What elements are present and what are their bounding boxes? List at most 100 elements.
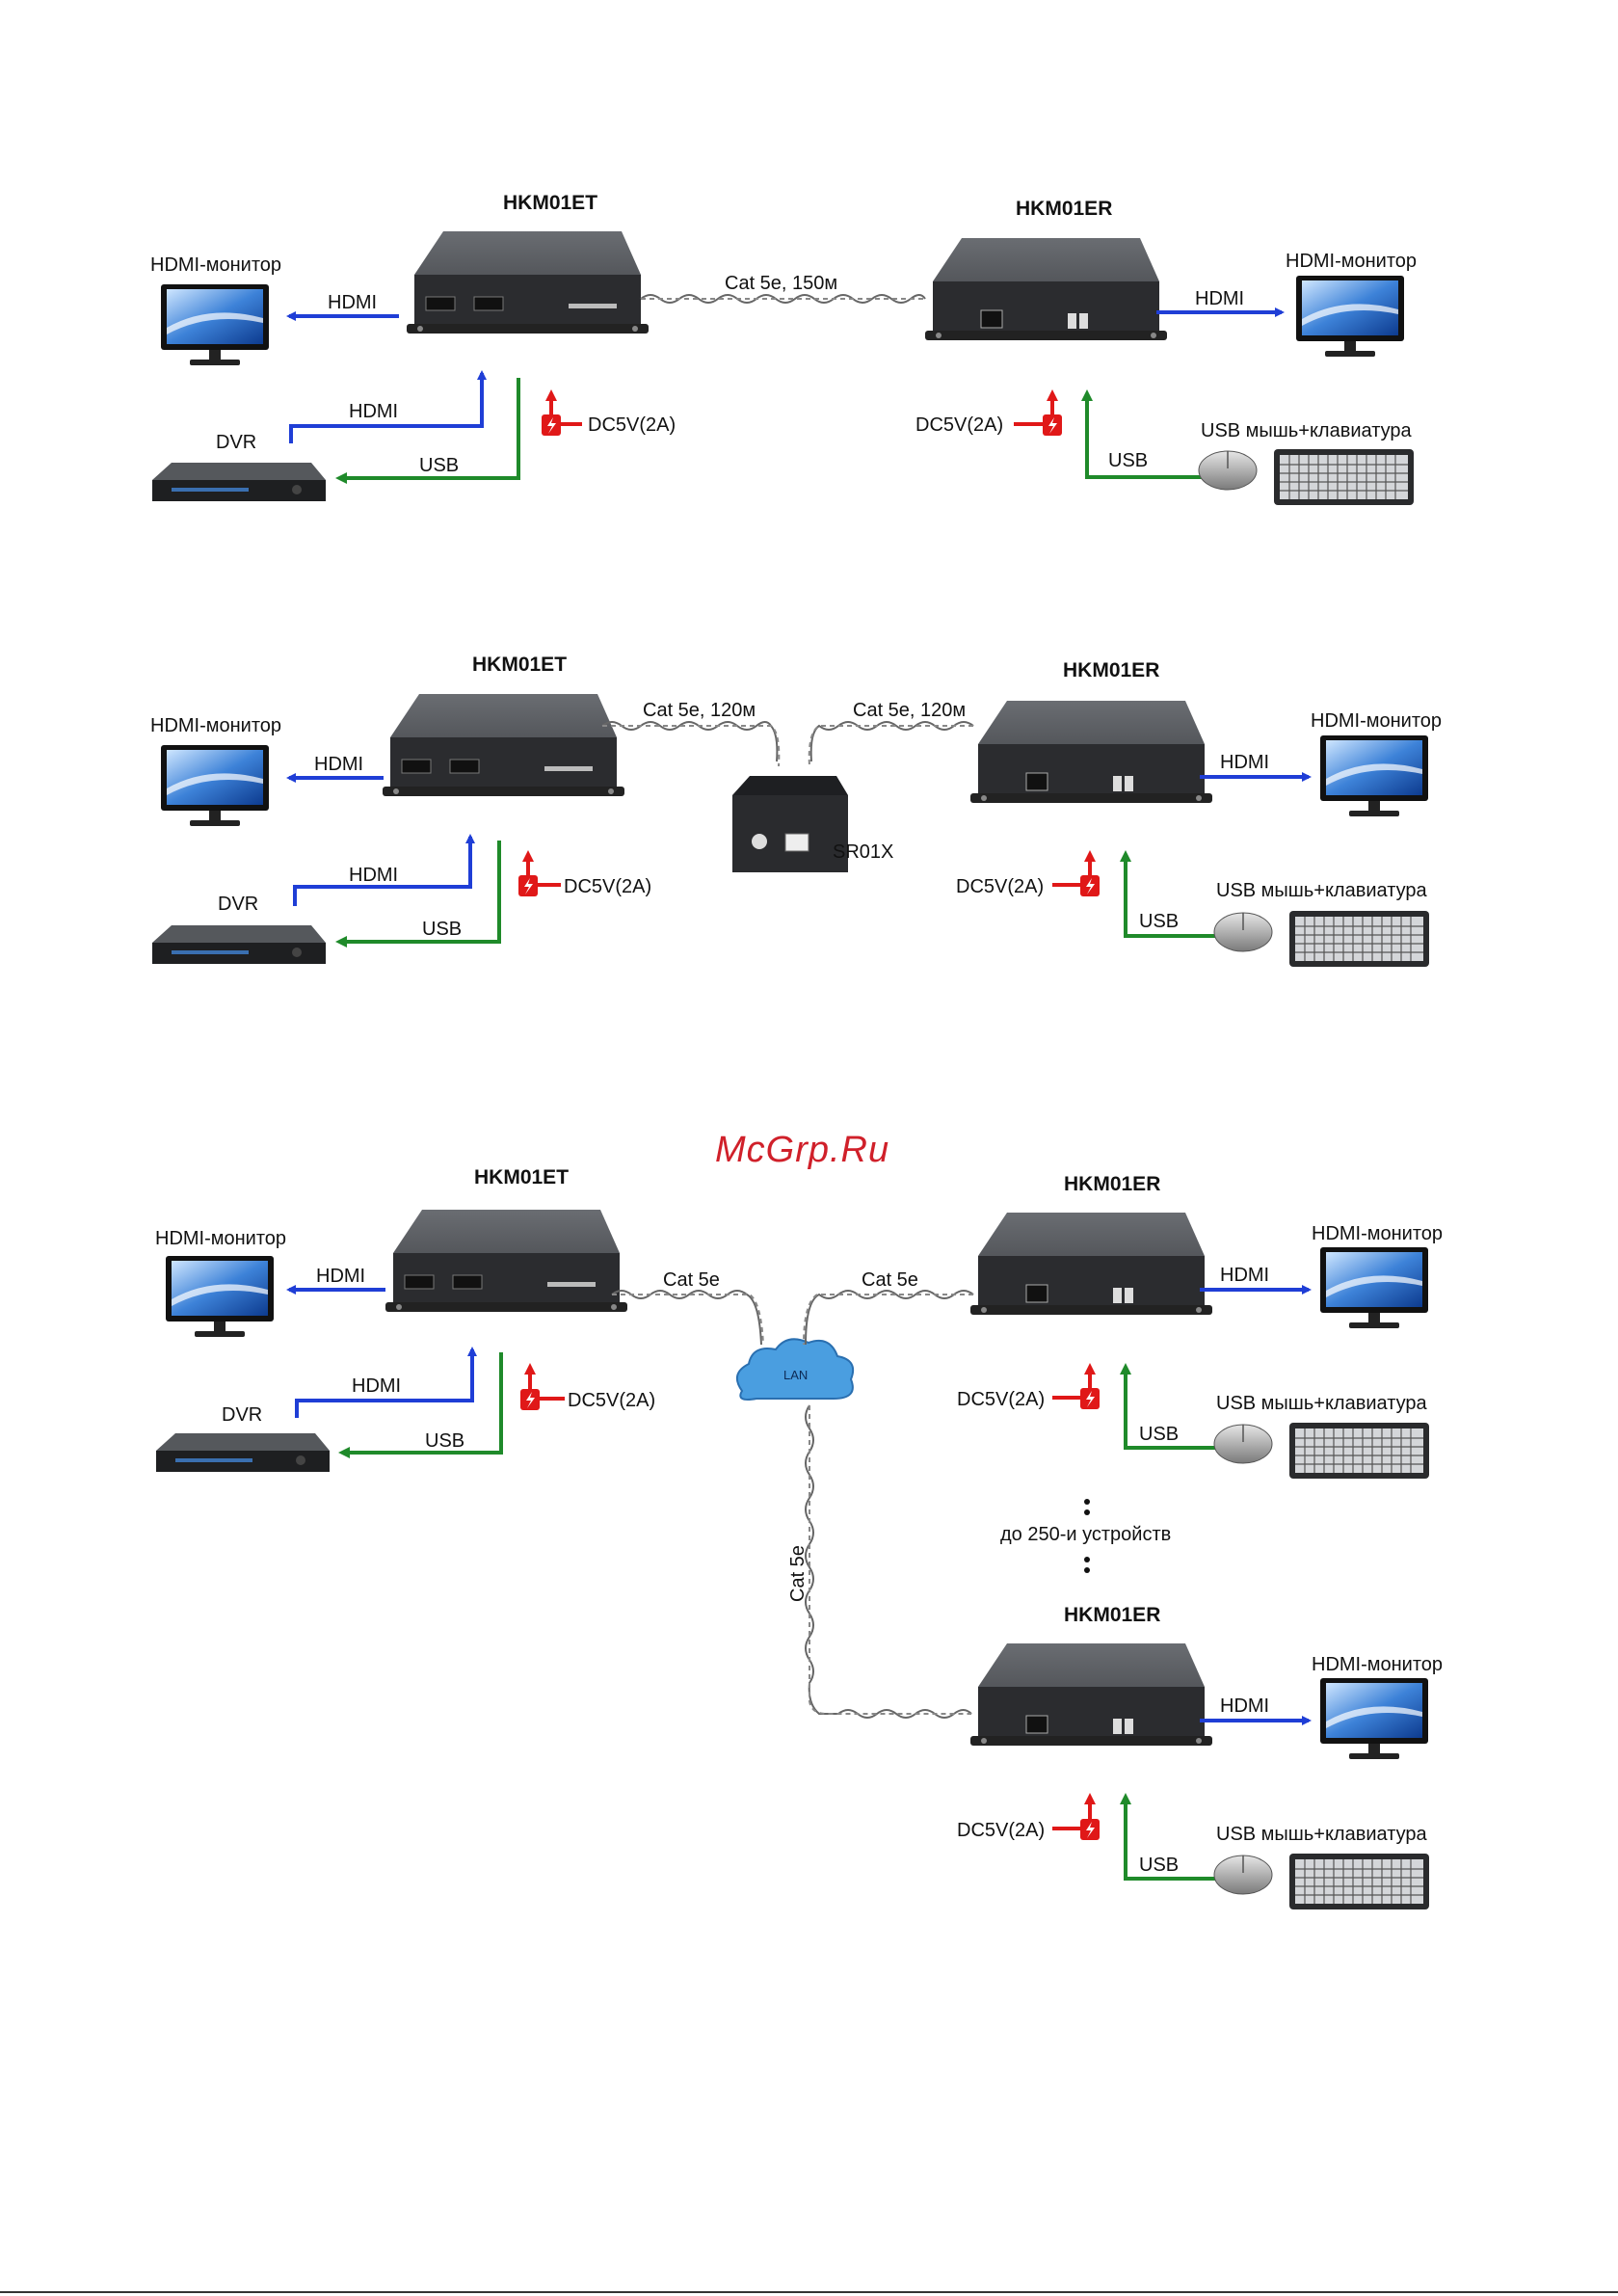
ellipsis-dots bbox=[1084, 1499, 1090, 1573]
hdmi-label: HDMI bbox=[1220, 1265, 1269, 1286]
monitor-right-label: HDMI-монитор bbox=[1312, 1223, 1443, 1244]
cable-label: Cat 5e bbox=[663, 1269, 720, 1291]
cat5e-cable bbox=[809, 1405, 971, 1715]
power-label: DC5V(2A) bbox=[956, 876, 1044, 897]
power-icon bbox=[542, 414, 561, 436]
monitor-left bbox=[166, 1256, 274, 1337]
cable-label: Cat 5e, 120м bbox=[853, 700, 966, 721]
receiver-device bbox=[970, 701, 1212, 803]
receiver-title: HKM01ER bbox=[1063, 659, 1159, 681]
kbm-label: USB мышь+клавиатура bbox=[1216, 1824, 1427, 1845]
cable-label: Cat 5e bbox=[787, 1545, 809, 1602]
usb-label: USB bbox=[419, 455, 459, 476]
kbm-label: USB мышь+клавиатура bbox=[1216, 1393, 1427, 1414]
power-label: DC5V(2A) bbox=[568, 1390, 655, 1411]
cat5e-cable bbox=[602, 725, 781, 767]
monitor-right bbox=[1320, 1247, 1428, 1328]
power-icon bbox=[1080, 1388, 1100, 1409]
power-label: DC5V(2A) bbox=[915, 414, 1003, 436]
usb-label: USB bbox=[1139, 1424, 1179, 1445]
hdmi-label: HDMI bbox=[349, 865, 398, 886]
kbm-label: USB мышь+клавиатура bbox=[1201, 420, 1412, 441]
receiver-title: HKM01ER bbox=[1064, 1604, 1160, 1626]
transmitter-title: HKM01ET bbox=[503, 192, 597, 214]
dvr-label: DVR bbox=[222, 1404, 262, 1426]
power-label: DC5V(2A) bbox=[957, 1820, 1045, 1841]
usb-arrow bbox=[1120, 1363, 1216, 1450]
dvr-device bbox=[156, 1433, 330, 1472]
usb-arrow bbox=[335, 378, 520, 484]
hdmi-arrow bbox=[293, 834, 475, 906]
hdmi-label: HDMI bbox=[314, 754, 363, 775]
keyboard-mouse bbox=[1213, 1422, 1430, 1480]
cable-label: Cat 5e, 150м bbox=[725, 273, 837, 294]
monitor-left-label: HDMI-монитор bbox=[155, 1228, 286, 1249]
receiver-device bbox=[970, 1643, 1212, 1746]
usb-label: USB bbox=[422, 919, 462, 940]
cat5e-cable bbox=[805, 1404, 972, 1719]
transmitter-device bbox=[407, 231, 649, 334]
hdmi-label: HDMI bbox=[352, 1375, 401, 1397]
cat5e-cable bbox=[611, 1290, 762, 1346]
diagram-2: HKM01ET HKM01ER HDMI-монитор HDMI-монито… bbox=[150, 654, 1442, 968]
usb-label: USB bbox=[1139, 911, 1179, 932]
monitor-left bbox=[161, 745, 269, 826]
hdmi-arrow bbox=[289, 370, 487, 443]
repeater-label: SR01X bbox=[833, 841, 893, 863]
usb-label: USB bbox=[1139, 1855, 1179, 1876]
cat5e-cable bbox=[803, 1294, 973, 1346]
monitor-left-label: HDMI-монитор bbox=[150, 254, 281, 276]
keyboard-mouse bbox=[1213, 1853, 1430, 1910]
cable-label: Cat 5e, 120м bbox=[643, 700, 756, 721]
hdmi-label: HDMI bbox=[316, 1266, 365, 1287]
transmitter-device bbox=[383, 694, 624, 796]
receiver-device bbox=[970, 1213, 1212, 1315]
hdmi-label: HDMI bbox=[328, 292, 377, 313]
power-icon bbox=[520, 1389, 540, 1410]
hdmi-label: HDMI bbox=[1220, 1695, 1269, 1717]
power-label: DC5V(2A) bbox=[564, 876, 651, 897]
power-label: DC5V(2A) bbox=[588, 414, 676, 436]
power-icon bbox=[1080, 1819, 1100, 1840]
keyboard-mouse bbox=[1213, 910, 1430, 968]
dvr-label: DVR bbox=[218, 894, 258, 915]
transmitter-title: HKM01ET bbox=[472, 654, 567, 676]
monitor-right-label: HDMI-монитор bbox=[1311, 710, 1442, 732]
transmitter-device bbox=[385, 1210, 627, 1312]
monitor-right-label: HDMI-монитор bbox=[1312, 1654, 1443, 1675]
usb-arrow bbox=[1081, 389, 1205, 479]
dvr-device bbox=[152, 925, 326, 964]
receiver-title: HKM01ER bbox=[1064, 1173, 1160, 1195]
cat5e-cable bbox=[601, 721, 779, 762]
monitor-right bbox=[1320, 735, 1428, 816]
receiver-device bbox=[925, 238, 1167, 340]
hdmi-label: HDMI bbox=[1195, 288, 1244, 309]
power-icon bbox=[1080, 875, 1100, 896]
monitor-left bbox=[161, 284, 269, 365]
keyboard-mouse bbox=[1198, 448, 1415, 506]
power-label: DC5V(2A) bbox=[957, 1389, 1045, 1410]
diagram-3: HKM01ET HKM01ER HDMI-монитор HDMI-монито… bbox=[155, 1166, 1443, 1910]
hdmi-label: HDMI bbox=[349, 401, 398, 422]
usb-arrow bbox=[1120, 1793, 1216, 1881]
power-icon bbox=[518, 875, 538, 896]
more-devices-label: до 250-и устройств bbox=[1000, 1524, 1171, 1545]
receiver-title: HKM01ER bbox=[1016, 198, 1112, 220]
usb-label: USB bbox=[1108, 450, 1148, 471]
monitor-right bbox=[1296, 276, 1404, 357]
cable-label: Cat 5e bbox=[862, 1269, 918, 1291]
usb-arrow bbox=[1120, 850, 1216, 938]
dvr-device bbox=[152, 463, 326, 501]
lan-cloud-icon: LAN bbox=[735, 1338, 855, 1401]
lan-label: LAN bbox=[783, 1368, 808, 1382]
usb-label: USB bbox=[425, 1430, 464, 1452]
monitor-left-label: HDMI-монитор bbox=[150, 715, 281, 736]
power-icon bbox=[1043, 414, 1062, 436]
monitor-right-label: HDMI-монитор bbox=[1286, 251, 1417, 272]
cat5e-cable bbox=[808, 725, 973, 767]
cat5e-cable bbox=[612, 1294, 764, 1346]
usb-arrow bbox=[338, 1352, 503, 1458]
kbm-label: USB мышь+клавиатура bbox=[1216, 880, 1427, 901]
hdmi-label: HDMI bbox=[1220, 752, 1269, 773]
